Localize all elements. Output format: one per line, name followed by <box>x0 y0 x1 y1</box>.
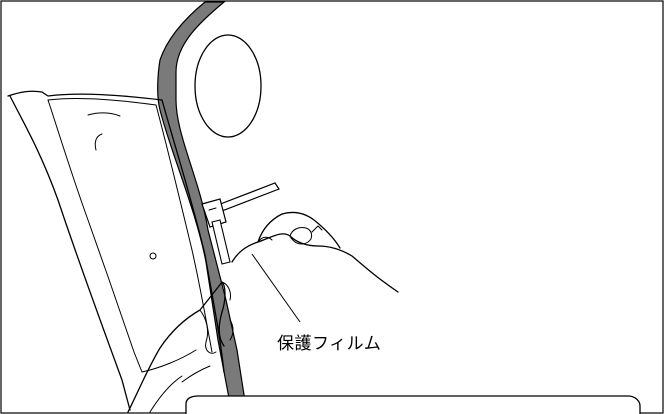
protective-film-label: 保護フィルム <box>277 334 382 354</box>
door-panel-edge <box>9 95 131 411</box>
tool-detail <box>208 207 217 211</box>
left-hand-wrist <box>149 375 183 413</box>
protective-film-strip <box>211 219 231 265</box>
door-panel-inner-right <box>155 104 213 353</box>
panel-detail-1 <box>87 112 121 117</box>
round-window <box>194 34 262 138</box>
left-hand <box>127 281 226 413</box>
door-panel <box>7 90 225 373</box>
panel-detail-2 <box>94 133 103 151</box>
right-hand <box>231 211 399 293</box>
caption-box <box>185 395 641 414</box>
left-hand-fingers <box>181 281 234 383</box>
right-hand-thumb <box>289 227 313 245</box>
right-hand-fingers <box>257 225 323 243</box>
panel-screw-hole <box>149 252 157 260</box>
door-panel-inner-top <box>47 97 157 106</box>
door-panel-inner-left <box>47 99 143 373</box>
left-hand-thumb <box>199 309 217 354</box>
door-panel-lower <box>141 349 197 373</box>
label-leader-line <box>251 253 301 323</box>
